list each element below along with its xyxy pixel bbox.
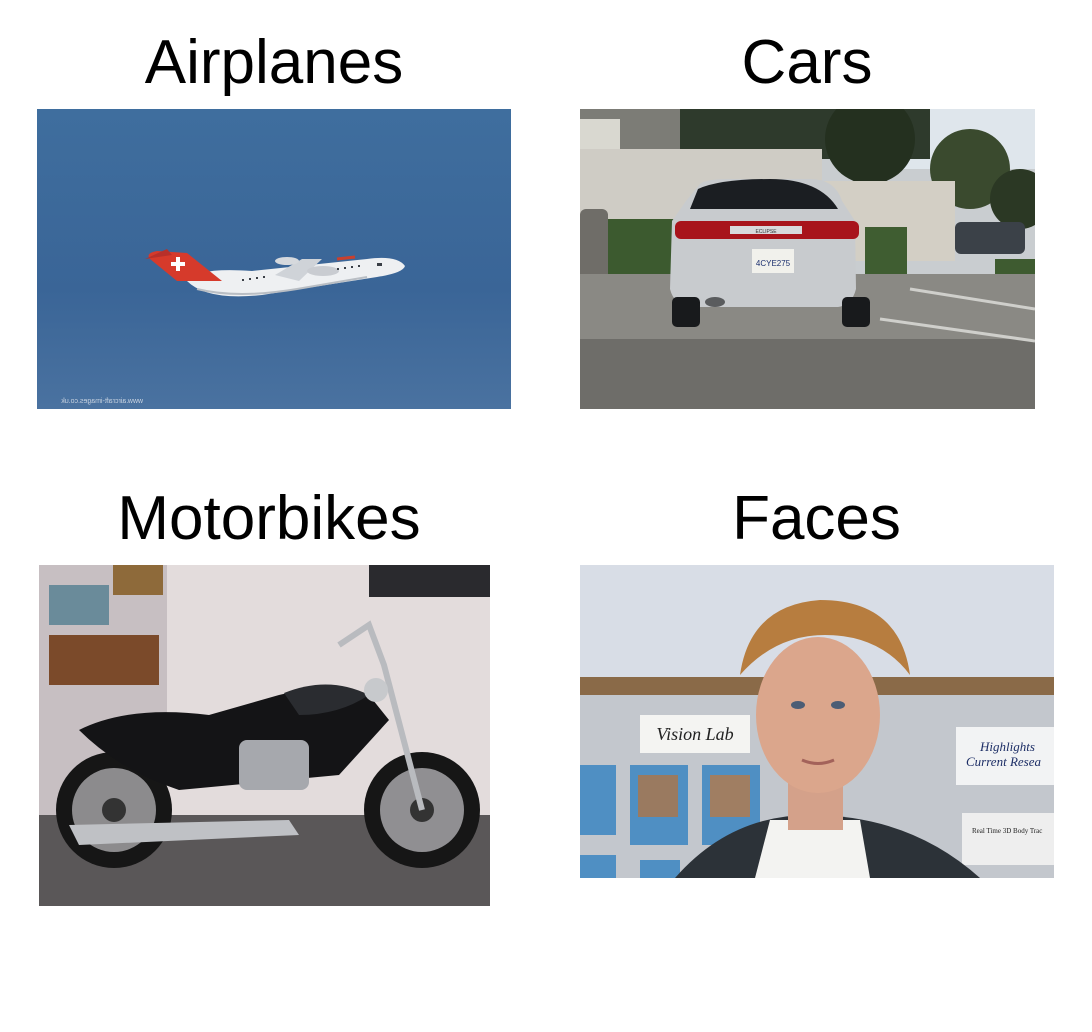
sign-vision-lab: Vision Lab [656,724,733,744]
airplane-photo: www.aircraft-images.co.uk [37,109,511,409]
car-photo: 4CYE275 ECLIPSE [580,109,1035,409]
sign-body-tracking: Real Time 3D Body Trac [972,827,1042,835]
caption-airplanes: Airplanes [144,28,404,97]
caption-faces: Faces [732,484,901,553]
caption-cars: Cars [741,28,873,97]
motorbike-photo [39,565,490,906]
face-photo: Vision Lab Highlights Current Resea Real… [580,565,1054,878]
watermark-text: www.aircraft-images.co.uk [61,398,144,405]
car-badge-text: ECLIPSE [755,229,777,235]
license-plate-text: 4CYE275 [756,259,791,268]
sign-current-research: Current Resea [966,754,1041,769]
sign-highlights: Highlights [979,739,1035,754]
caption-motorbikes: Motorbikes [117,484,421,553]
